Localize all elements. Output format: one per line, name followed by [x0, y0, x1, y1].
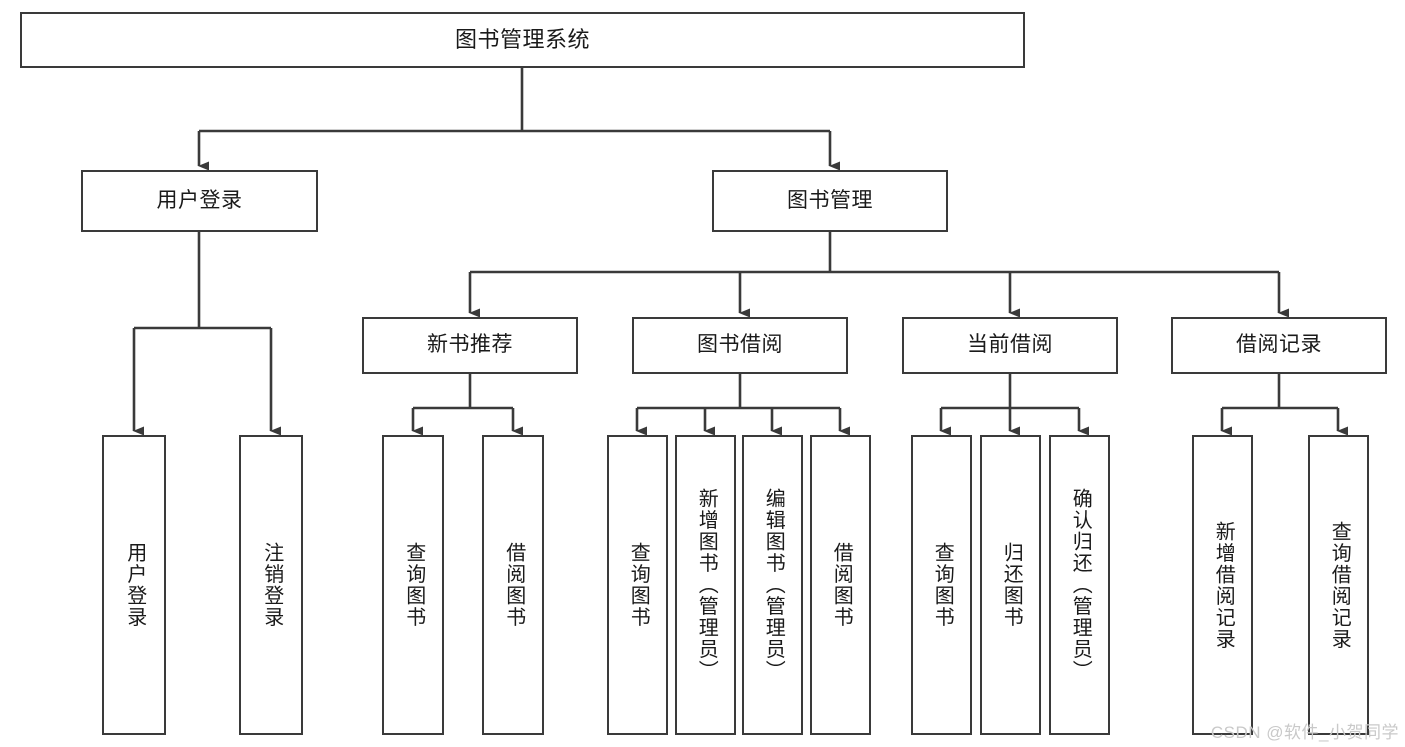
leaf-query-borrow-record[interactable]: 查询借阅记录	[1308, 435, 1369, 735]
leaf-return-book[interactable]: 归还图书	[980, 435, 1041, 735]
csdn-watermark: CSDN @软件_小贺同学	[1210, 723, 1399, 742]
leaf-user-login[interactable]: 用户登录	[102, 435, 166, 735]
node-label: 查询图书	[402, 542, 425, 628]
node-label: 借阅记录	[1236, 333, 1322, 357]
leaf-add-borrow-record[interactable]: 新增借阅记录	[1192, 435, 1253, 735]
leaf-query-book-current-borrow[interactable]: 查询图书	[911, 435, 972, 735]
node-label: 用户登录	[123, 542, 146, 628]
node-label: 当前借阅	[967, 333, 1053, 357]
node-label: 查询图书	[931, 542, 954, 628]
leaf-borrow-book-borrow[interactable]: 借阅图书	[810, 435, 871, 735]
node-user-login[interactable]: 用户登录	[81, 170, 318, 232]
node-label: 确认归还（管理员）	[1069, 488, 1092, 682]
node-borrow-record[interactable]: 借阅记录	[1171, 317, 1387, 374]
node-label: 新增借阅记录	[1212, 520, 1235, 650]
node-book-management[interactable]: 图书管理	[712, 170, 948, 232]
node-label: 图书借阅	[697, 333, 783, 357]
node-new-book-recommend[interactable]: 新书推荐	[362, 317, 578, 374]
node-label: 编辑图书（管理员）	[762, 488, 785, 682]
node-label: 用户登录	[156, 188, 243, 212]
leaf-logout[interactable]: 注销登录	[239, 435, 303, 735]
node-label: 图书管理	[787, 188, 873, 212]
node-label: 借阅图书	[830, 542, 853, 628]
leaf-add-book-admin[interactable]: 新增图书（管理员）	[675, 435, 736, 735]
node-label: 新书推荐	[427, 333, 513, 357]
node-label: 新增图书（管理员）	[695, 488, 718, 682]
node-current-borrow[interactable]: 当前借阅	[902, 317, 1118, 374]
leaf-query-book-new-recommend[interactable]: 查询图书	[382, 435, 444, 735]
node-label: 查询图书	[627, 542, 650, 628]
node-label: 借阅图书	[502, 542, 525, 628]
node-label: 图书管理系统	[454, 26, 590, 52]
node-label: 查询借阅记录	[1328, 520, 1351, 650]
leaf-edit-book-admin[interactable]: 编辑图书（管理员）	[742, 435, 803, 735]
node-book-borrow[interactable]: 图书借阅	[632, 317, 848, 374]
node-label: 注销登录	[260, 542, 283, 628]
leaf-borrow-book-new-recommend[interactable]: 借阅图书	[482, 435, 544, 735]
leaf-confirm-return-admin[interactable]: 确认归还（管理员）	[1049, 435, 1110, 735]
node-root-book-management-system[interactable]: 图书管理系统	[20, 12, 1025, 68]
leaf-query-book-borrow[interactable]: 查询图书	[607, 435, 668, 735]
node-label: 归还图书	[1000, 542, 1023, 628]
